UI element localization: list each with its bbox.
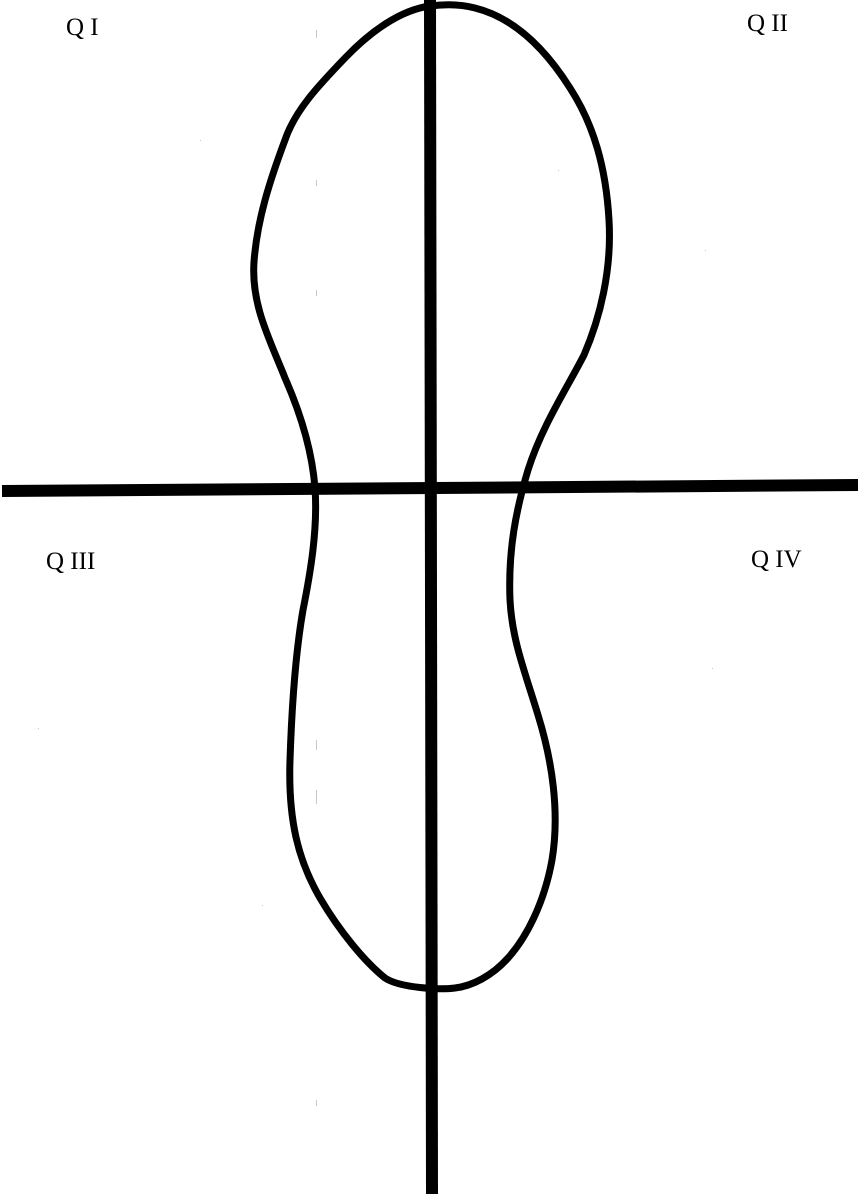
quadrant-label-q2: Q II	[747, 10, 788, 37]
quadrant-label-q3: Q III	[46, 548, 95, 575]
horizontal-axis	[2, 485, 858, 491]
quadrant-label-q4: Q IV	[751, 546, 802, 573]
vertical-axis	[430, 0, 432, 1194]
quadrant-label-q1: Q I	[66, 14, 99, 41]
scan-noise	[38, 30, 713, 1106]
